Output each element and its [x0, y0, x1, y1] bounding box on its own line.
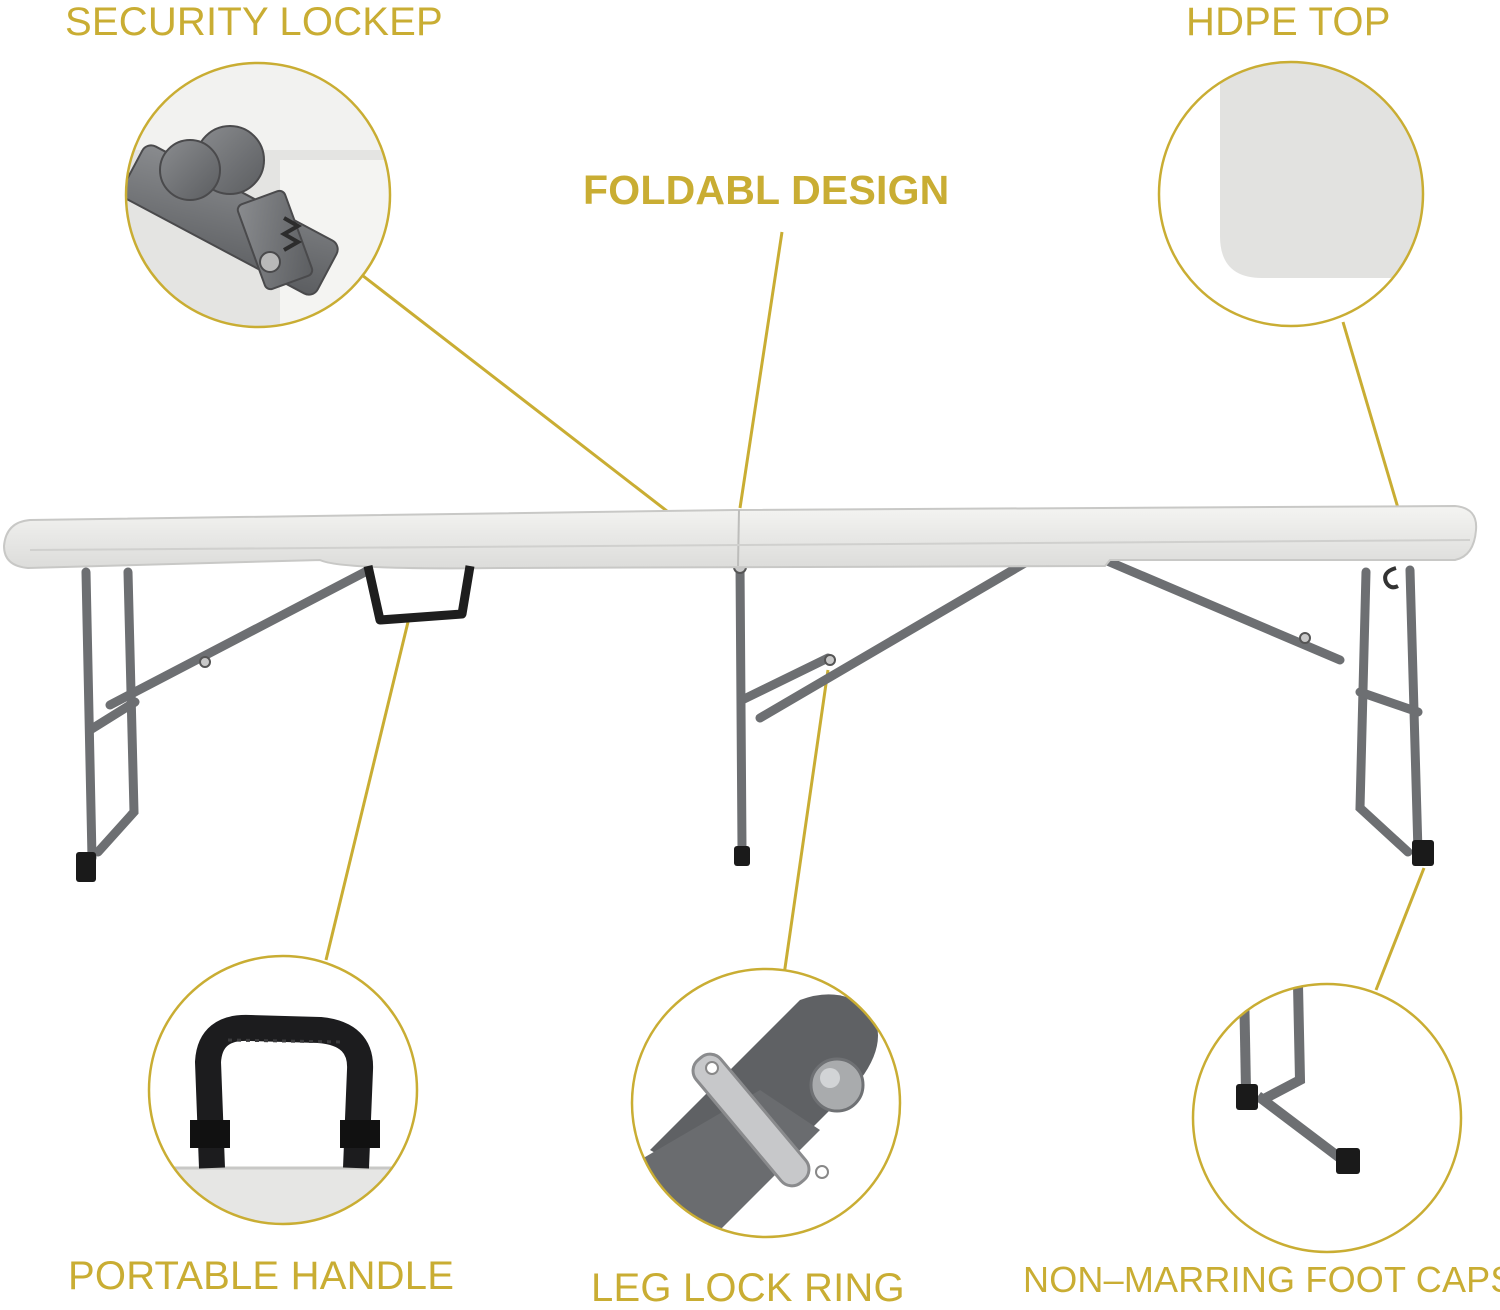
- callout-hdpe-top: [1157, 60, 1425, 328]
- folding-bench: [2, 504, 1478, 882]
- label-security-lock: SECURITY LOCKEP: [65, 0, 443, 44]
- hook-icon: [1383, 566, 1399, 590]
- label-portable-handle: PORTABLE HANDLE: [68, 1254, 455, 1298]
- callout-foot-caps: [1191, 982, 1463, 1254]
- bench-frame: [81, 555, 1423, 863]
- carry-handle: [363, 565, 475, 625]
- bench-top: [2, 504, 1478, 570]
- callout-security-lock: [124, 61, 392, 329]
- label-foot-caps: NON–MARRING FOOT CAPS: [1023, 1259, 1500, 1300]
- label-hdpe-top: HDPE TOP: [1186, 0, 1391, 44]
- callout-lines: [324, 231, 1426, 991]
- callout-line-ring: [782, 669, 830, 976]
- foot-caps: [76, 840, 1434, 882]
- label-leg-lock-ring: LEG LOCK RING: [591, 1266, 905, 1310]
- callout-line-foot: [1374, 867, 1426, 991]
- callout-line-foldable: [738, 231, 784, 509]
- fold-seam: [737, 509, 740, 567]
- callout-line-handle: [324, 621, 410, 961]
- callout-portable-handle: [147, 954, 419, 1226]
- callout-line-hdpe: [1341, 321, 1400, 509]
- callout-leg-lock-ring: [630, 967, 902, 1239]
- label-foldable-design: FOLDABL DESIGN: [583, 167, 950, 213]
